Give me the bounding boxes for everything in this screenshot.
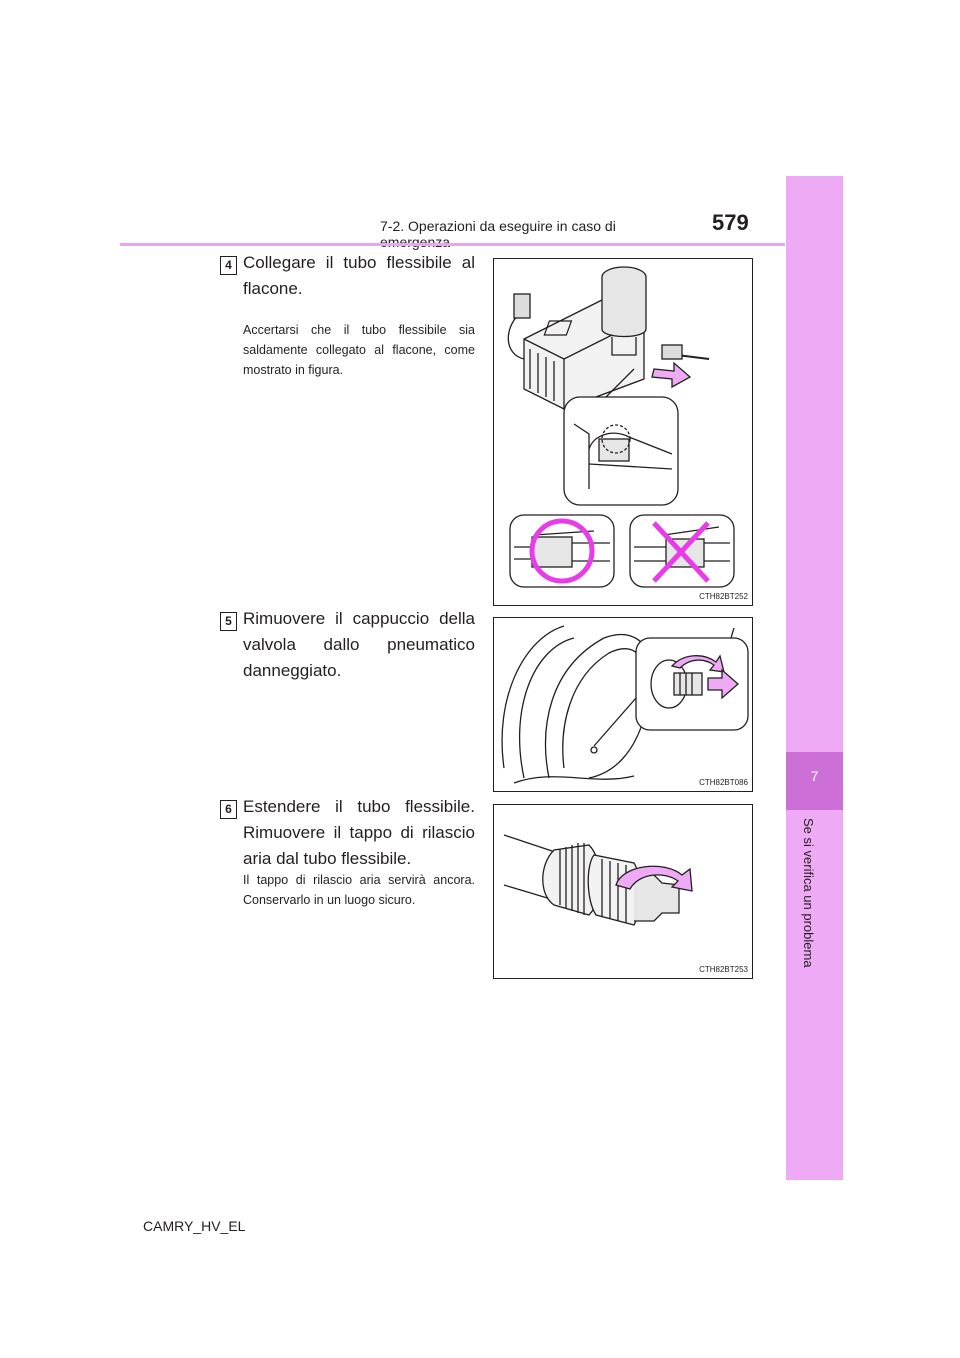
chapter-number: 7 bbox=[810, 768, 819, 784]
chapter-side-tab bbox=[786, 176, 843, 1180]
step-number-badge: 6 bbox=[220, 800, 237, 819]
step-number-badge: 4 bbox=[220, 256, 237, 275]
figure-code: CTH82BT253 bbox=[699, 965, 748, 974]
page-number: 579 bbox=[712, 210, 749, 235]
section-title: 7-2. Operazioni da eseguire in caso di e… bbox=[380, 218, 616, 250]
figure-code: CTH82BT252 bbox=[699, 592, 748, 601]
header-rule bbox=[120, 243, 785, 246]
figure-remove-valve-cap: CTH82BT086 bbox=[493, 617, 753, 792]
figure-connect-hose: CTH82BT252 bbox=[493, 258, 753, 606]
model-code: CAMRY_HV_EL bbox=[143, 1218, 246, 1234]
step-number-badge: 5 bbox=[220, 612, 237, 631]
tire-valve-illustration bbox=[501, 625, 749, 784]
chapter-number-tab bbox=[786, 752, 843, 810]
chapter-title: Se si verifica un problema bbox=[801, 818, 816, 968]
step-note: Il tappo di rilascio aria servirà ancora… bbox=[243, 873, 475, 907]
step-note: Accertarsi che il tubo flessibile sia sa… bbox=[243, 323, 475, 377]
figure-code: CTH82BT086 bbox=[699, 778, 748, 787]
hose-release-cap-illustration bbox=[503, 834, 693, 926]
step-instruction: Estendere il tubo flessibile. Rimuovere … bbox=[243, 797, 475, 868]
step-instruction: Collegare il tubo flessibile al flacone. bbox=[243, 253, 475, 298]
compressor-bottle-illustration bbox=[507, 266, 735, 588]
step-instruction: Rimuovere il cappuccio della valvola dal… bbox=[243, 609, 475, 680]
figure-remove-release-cap: CTH82BT253 bbox=[493, 804, 753, 979]
